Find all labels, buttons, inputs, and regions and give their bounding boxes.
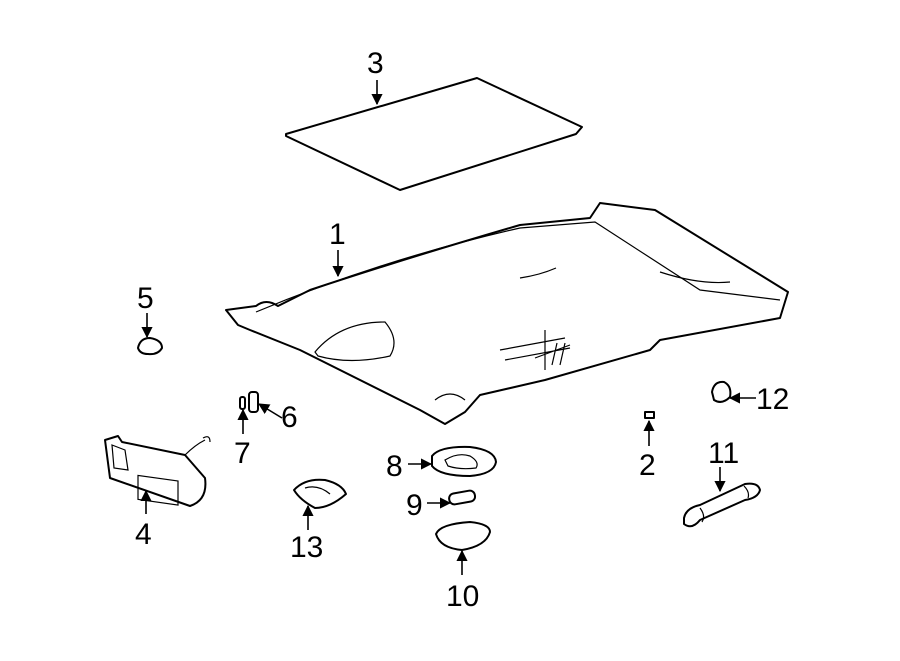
part-3-panel (285, 77, 583, 191)
part-13-lamp (293, 478, 347, 509)
callout-8: 8 (386, 450, 403, 483)
part-9-lens (448, 489, 477, 506)
part-4-sun-visor (104, 435, 211, 507)
callout-4: 4 (135, 518, 152, 551)
part-6-clip (248, 391, 259, 413)
arrow-6 (258, 403, 283, 419)
callout-1: 1 (329, 218, 346, 251)
callout-13: 13 (290, 531, 323, 564)
part-11-grab-handle (683, 482, 761, 528)
part-12-clip (711, 380, 732, 403)
part-8-console (431, 445, 497, 477)
callout-2: 2 (639, 449, 656, 482)
part-2-fastener (644, 411, 655, 419)
callout-10: 10 (446, 580, 479, 613)
callout-9: 9 (406, 489, 423, 522)
callout-5: 5 (137, 282, 154, 315)
callout-11: 11 (708, 437, 739, 470)
part-5-clip (137, 337, 163, 356)
callout-7: 7 (234, 437, 251, 470)
leader-arrows (140, 80, 756, 575)
part-1-headliner (225, 202, 789, 425)
callout-12: 12 (756, 383, 789, 416)
callout-3: 3 (367, 47, 384, 80)
callout-labels: 3 1 5 6 7 4 13 8 9 10 2 12 11 (135, 47, 789, 613)
callout-6: 6 (281, 401, 298, 434)
part-10-lamp (435, 521, 491, 551)
part-7-clip (239, 396, 246, 410)
